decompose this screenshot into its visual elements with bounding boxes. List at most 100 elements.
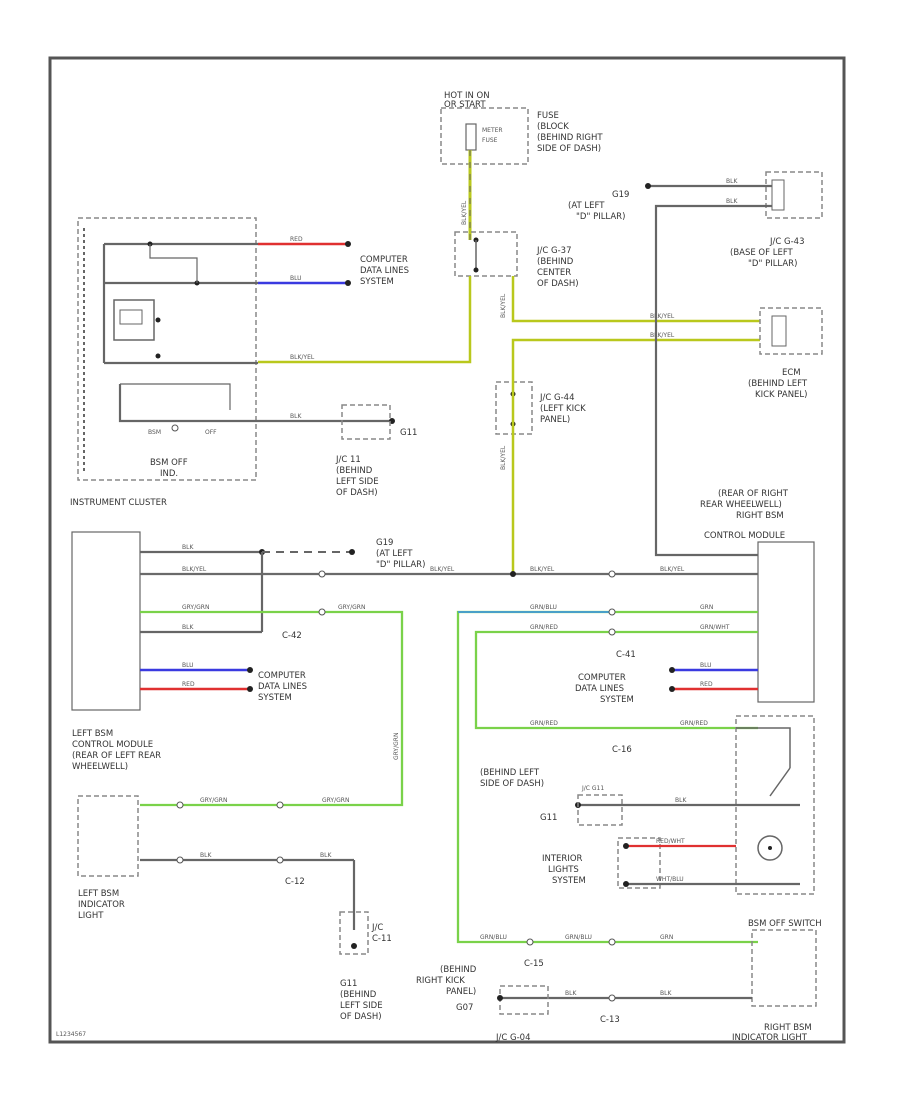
svg-text:KICK PANEL): KICK PANEL) bbox=[755, 390, 807, 400]
svg-text:FUSE: FUSE bbox=[537, 111, 559, 121]
left-module-label-4: WHEELWELL) bbox=[72, 762, 128, 772]
wire-jc-g37-to-ecm bbox=[511, 276, 760, 323]
svg-text:GRY/GRN: GRY/GRN bbox=[182, 604, 209, 611]
svg-text:BLK/YEL: BLK/YEL bbox=[290, 354, 315, 361]
jc-g43-box bbox=[765, 171, 823, 219]
svg-text:GRN/RED: GRN/RED bbox=[680, 720, 708, 727]
behind-left-dash-label: (BEHIND LEFT bbox=[480, 768, 540, 778]
svg-text:SYSTEM: SYSTEM bbox=[258, 693, 292, 703]
svg-text:GRY/GRN: GRY/GRN bbox=[393, 733, 400, 760]
wire-label-left-blk: BLK bbox=[182, 624, 194, 631]
wire-label-right-blu: BLU bbox=[700, 662, 712, 669]
jc-g44-label-3: PANEL) bbox=[540, 415, 570, 425]
svg-text:OF DASH): OF DASH) bbox=[340, 1012, 382, 1022]
svg-text:BLK: BLK bbox=[726, 178, 738, 185]
svg-text:CONTROL MODULE: CONTROL MODULE bbox=[72, 740, 153, 750]
svg-text:RIGHT BSM: RIGHT BSM bbox=[736, 511, 784, 521]
wire-label-gry-grn-5: GRY/GRN bbox=[322, 797, 349, 804]
ecm-box bbox=[759, 307, 823, 355]
svg-text:BLK: BLK bbox=[200, 852, 212, 859]
wire-label-left-blu: BLU bbox=[182, 662, 194, 669]
svg-text:RIGHT BSM: RIGHT BSM bbox=[764, 1023, 812, 1033]
svg-text:WHT/BLU: WHT/BLU bbox=[656, 876, 684, 883]
conn-c12-label: C-12 bbox=[285, 877, 305, 887]
cdl-left-label: COMPUTER bbox=[258, 671, 306, 681]
svg-text:(AT LEFT: (AT LEFT bbox=[568, 201, 605, 211]
wire-label-mid-2: BLK/YEL bbox=[530, 566, 555, 573]
wire-left-module-gry-grn bbox=[140, 610, 404, 807]
wire-label-ecm-1: BLK/YEL bbox=[650, 313, 675, 320]
wire-label-grn-wht-1: GRN/WHT bbox=[700, 624, 730, 631]
svg-text:(REAR OF RIGHT: (REAR OF RIGHT bbox=[718, 489, 789, 499]
conn-c15-label: C-15 bbox=[524, 959, 544, 969]
rear-right-label-4: CONTROL MODULE bbox=[704, 531, 785, 541]
wire-label-grn-blu-3: GRN/BLU bbox=[565, 934, 592, 941]
svg-text:BSM OFF: BSM OFF bbox=[150, 458, 188, 468]
wire-label-grn-blu-1: GRN/BLU bbox=[530, 604, 557, 611]
g19-label-3: "D" PILLAR) bbox=[576, 212, 625, 222]
svg-text:PANEL): PANEL) bbox=[446, 987, 476, 997]
svg-text:INSTRUMENT CLUSTER: INSTRUMENT CLUSTER bbox=[70, 498, 167, 508]
svg-text:G07: G07 bbox=[456, 1003, 473, 1013]
svg-text:C-15: C-15 bbox=[524, 959, 544, 969]
right-kick-label-2: RIGHT KICK bbox=[416, 976, 465, 986]
fuse-block-label: FUSE bbox=[537, 111, 559, 121]
cdl-top-label-2: DATA LINES bbox=[360, 266, 409, 276]
interior-lights-label-2: LIGHTS bbox=[548, 865, 579, 875]
svg-text:BLK: BLK bbox=[675, 797, 687, 804]
svg-text:BLK/YEL: BLK/YEL bbox=[650, 313, 675, 320]
svg-text:BLK: BLK bbox=[182, 544, 194, 551]
wire-label-gry-grn-1: GRY/GRN bbox=[182, 604, 209, 611]
wire-label-cluster-red: RED bbox=[290, 236, 303, 243]
svg-text:L1234567: L1234567 bbox=[56, 1031, 86, 1038]
svg-text:INTERIOR: INTERIOR bbox=[542, 854, 583, 864]
g11-bottom-label-4: OF DASH) bbox=[340, 1012, 382, 1022]
instrument-cluster-box bbox=[77, 217, 257, 481]
svg-text:BLK: BLK bbox=[660, 990, 672, 997]
svg-text:LEFT SIDE: LEFT SIDE bbox=[336, 477, 379, 487]
svg-text:OFF: OFF bbox=[205, 429, 217, 436]
ecm-label: ECM bbox=[782, 368, 801, 378]
svg-text:GRN/WHT: GRN/WHT bbox=[700, 624, 730, 631]
svg-text:"D" PILLAR): "D" PILLAR) bbox=[576, 212, 625, 222]
svg-text:BSM OFF SWITCH: BSM OFF SWITCH bbox=[748, 919, 822, 929]
svg-text:COMPUTER: COMPUTER bbox=[360, 255, 408, 265]
svg-text:"D" PILLAR): "D" PILLAR) bbox=[748, 259, 797, 269]
wire-label-gry-grn-3: GRY/GRN bbox=[393, 733, 400, 760]
wire-label-g43-2: BLK bbox=[726, 198, 738, 205]
wire-label-left-1: BLK/YEL bbox=[182, 566, 207, 573]
svg-text:RED: RED bbox=[182, 681, 195, 688]
svg-text:J/C G11: J/C G11 bbox=[581, 785, 604, 792]
cdl-left-label-2: DATA LINES bbox=[258, 682, 307, 692]
svg-text:C-12: C-12 bbox=[285, 877, 305, 887]
left-module-label-2: CONTROL MODULE bbox=[72, 740, 153, 750]
jc-g44-label-2: (LEFT KICK bbox=[540, 404, 586, 414]
wire-label-g43-1: BLK bbox=[726, 178, 738, 185]
rear-right-label-3: RIGHT BSM bbox=[736, 511, 784, 521]
svg-text:G19: G19 bbox=[376, 538, 393, 548]
wire-label-wht-blu: WHT/BLU bbox=[656, 876, 684, 883]
svg-text:LEFT BSM: LEFT BSM bbox=[78, 889, 119, 899]
svg-text:C-16: C-16 bbox=[612, 745, 632, 755]
svg-text:COMPUTER: COMPUTER bbox=[578, 673, 626, 683]
svg-text:RED: RED bbox=[290, 236, 303, 243]
g11-bottom-label-3: LEFT SIDE bbox=[340, 1001, 383, 1011]
jc-c11-label: J/C bbox=[371, 923, 383, 933]
svg-text:SIDE OF DASH): SIDE OF DASH) bbox=[537, 144, 601, 154]
jc-g37-label-3: CENTER bbox=[537, 268, 571, 278]
jc-c11-label-2: C-11 bbox=[372, 934, 392, 944]
svg-text:(BEHIND: (BEHIND bbox=[336, 466, 373, 476]
wire-label-grn-blu-2: GRN/BLU bbox=[480, 934, 507, 941]
svg-text:(BEHIND: (BEHIND bbox=[537, 257, 574, 267]
svg-text:SYSTEM: SYSTEM bbox=[552, 876, 586, 886]
fuse-block-label-3: (BEHIND RIGHT bbox=[537, 133, 603, 143]
wire-label-right-ind-2: BLK bbox=[660, 990, 672, 997]
svg-text:BLK/YEL: BLK/YEL bbox=[660, 566, 685, 573]
g11-a-label: G11 bbox=[400, 428, 417, 438]
wire-label-grn-1: GRN bbox=[700, 604, 713, 611]
svg-text:(BLOCK: (BLOCK bbox=[537, 122, 569, 132]
svg-text:GRN/BLU: GRN/BLU bbox=[530, 604, 557, 611]
svg-text:DATA LINES: DATA LINES bbox=[575, 684, 624, 694]
svg-text:INDICATOR: INDICATOR bbox=[78, 900, 125, 910]
